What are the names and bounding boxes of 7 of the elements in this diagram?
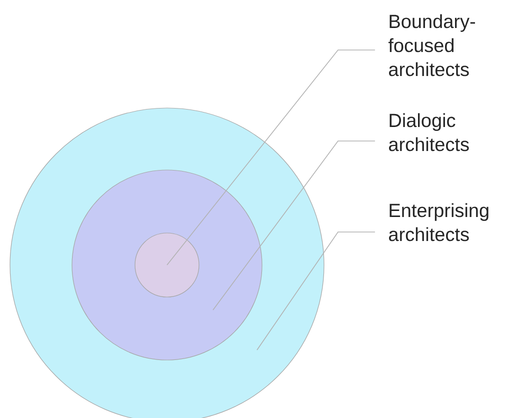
callout-text: Enterprising architects bbox=[389, 203, 488, 242]
leader-line bbox=[256, 232, 376, 350]
leader-line bbox=[212, 140, 376, 310]
leader-line bbox=[166, 50, 376, 266]
ring-circle bbox=[134, 232, 200, 298]
callout-text: Boundary- focused architects bbox=[388, 14, 475, 76]
callout-text: Dialogic architects bbox=[389, 113, 469, 152]
